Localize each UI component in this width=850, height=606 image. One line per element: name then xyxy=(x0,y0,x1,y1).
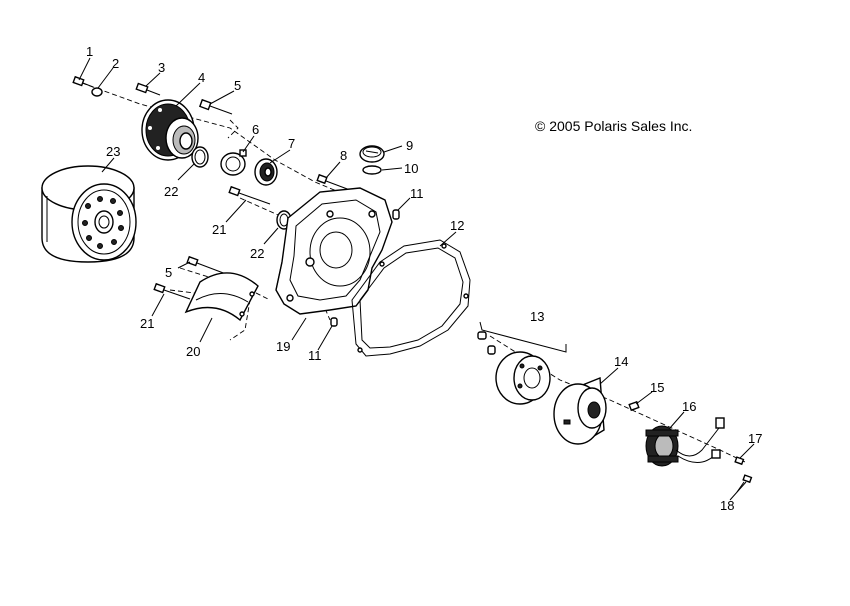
callout-3: 3 xyxy=(158,60,165,75)
filter-adapter-part-4 xyxy=(141,99,199,161)
callout-10: 10 xyxy=(404,161,418,176)
bolt-part-5-top xyxy=(198,98,233,115)
o-ring-part-10 xyxy=(362,165,382,175)
callout-21-upper: 21 xyxy=(212,222,226,237)
bolt-part-1 xyxy=(72,75,94,88)
bolt-part-5-lower xyxy=(186,255,227,275)
callout-5-lower: 5 xyxy=(165,265,172,280)
callout-19: 19 xyxy=(276,339,290,354)
dowel-part-11-lower xyxy=(330,317,338,327)
cover-part-19 xyxy=(275,187,393,315)
callout-9: 9 xyxy=(406,138,413,153)
callout-labels: 1 2 3 4 5 6 7 8 9 10 11 12 13 14 15 16 1… xyxy=(86,44,762,513)
callout-11-lower: 11 xyxy=(308,348,322,363)
retainer-part-6 xyxy=(220,149,247,176)
callout-23: 23 xyxy=(106,144,120,159)
callout-11-upper: 11 xyxy=(410,186,424,201)
o-ring-part-22-top xyxy=(191,146,209,168)
rotor-kit-part-13 xyxy=(477,321,567,405)
screw-part-17 xyxy=(734,456,745,466)
callout-14: 14 xyxy=(614,354,628,369)
bolt-part-8 xyxy=(316,173,351,191)
callout-15: 15 xyxy=(650,380,664,395)
callout-2: 2 xyxy=(112,56,119,71)
cap-part-9 xyxy=(359,145,385,163)
callout-6: 6 xyxy=(252,122,259,137)
dowel-part-11-upper xyxy=(392,209,400,220)
stator-part-16 xyxy=(645,417,725,467)
bolt-part-21-upper xyxy=(228,185,271,205)
copyright-notice: © 2005 Polaris Sales Inc. xyxy=(535,118,692,134)
guard-part-20 xyxy=(184,272,259,322)
bolt-part-3 xyxy=(135,82,161,96)
callout-22-top: 22 xyxy=(164,184,178,199)
callout-22-middle: 22 xyxy=(250,246,264,261)
callout-1: 1 xyxy=(86,44,93,59)
callout-12: 12 xyxy=(450,218,464,233)
seal-part-7 xyxy=(254,158,278,186)
washer-part-2 xyxy=(91,87,103,97)
callout-20: 20 xyxy=(186,344,200,359)
gasket-part-12 xyxy=(351,239,471,357)
callout-13: 13 xyxy=(530,309,544,324)
callout-17: 17 xyxy=(748,431,762,446)
flywheel-part-14 xyxy=(553,376,607,445)
callout-7: 7 xyxy=(288,136,295,151)
callout-21-lower: 21 xyxy=(140,316,154,331)
callout-4: 4 xyxy=(198,70,205,85)
oil-filter-part-23 xyxy=(41,165,137,263)
callout-16: 16 xyxy=(682,399,696,414)
callout-5-top: 5 xyxy=(234,78,241,93)
callout-8: 8 xyxy=(340,148,347,163)
bolt-part-21-lower xyxy=(153,282,191,300)
callout-leader-lines xyxy=(78,57,755,501)
callout-18: 18 xyxy=(720,498,734,513)
